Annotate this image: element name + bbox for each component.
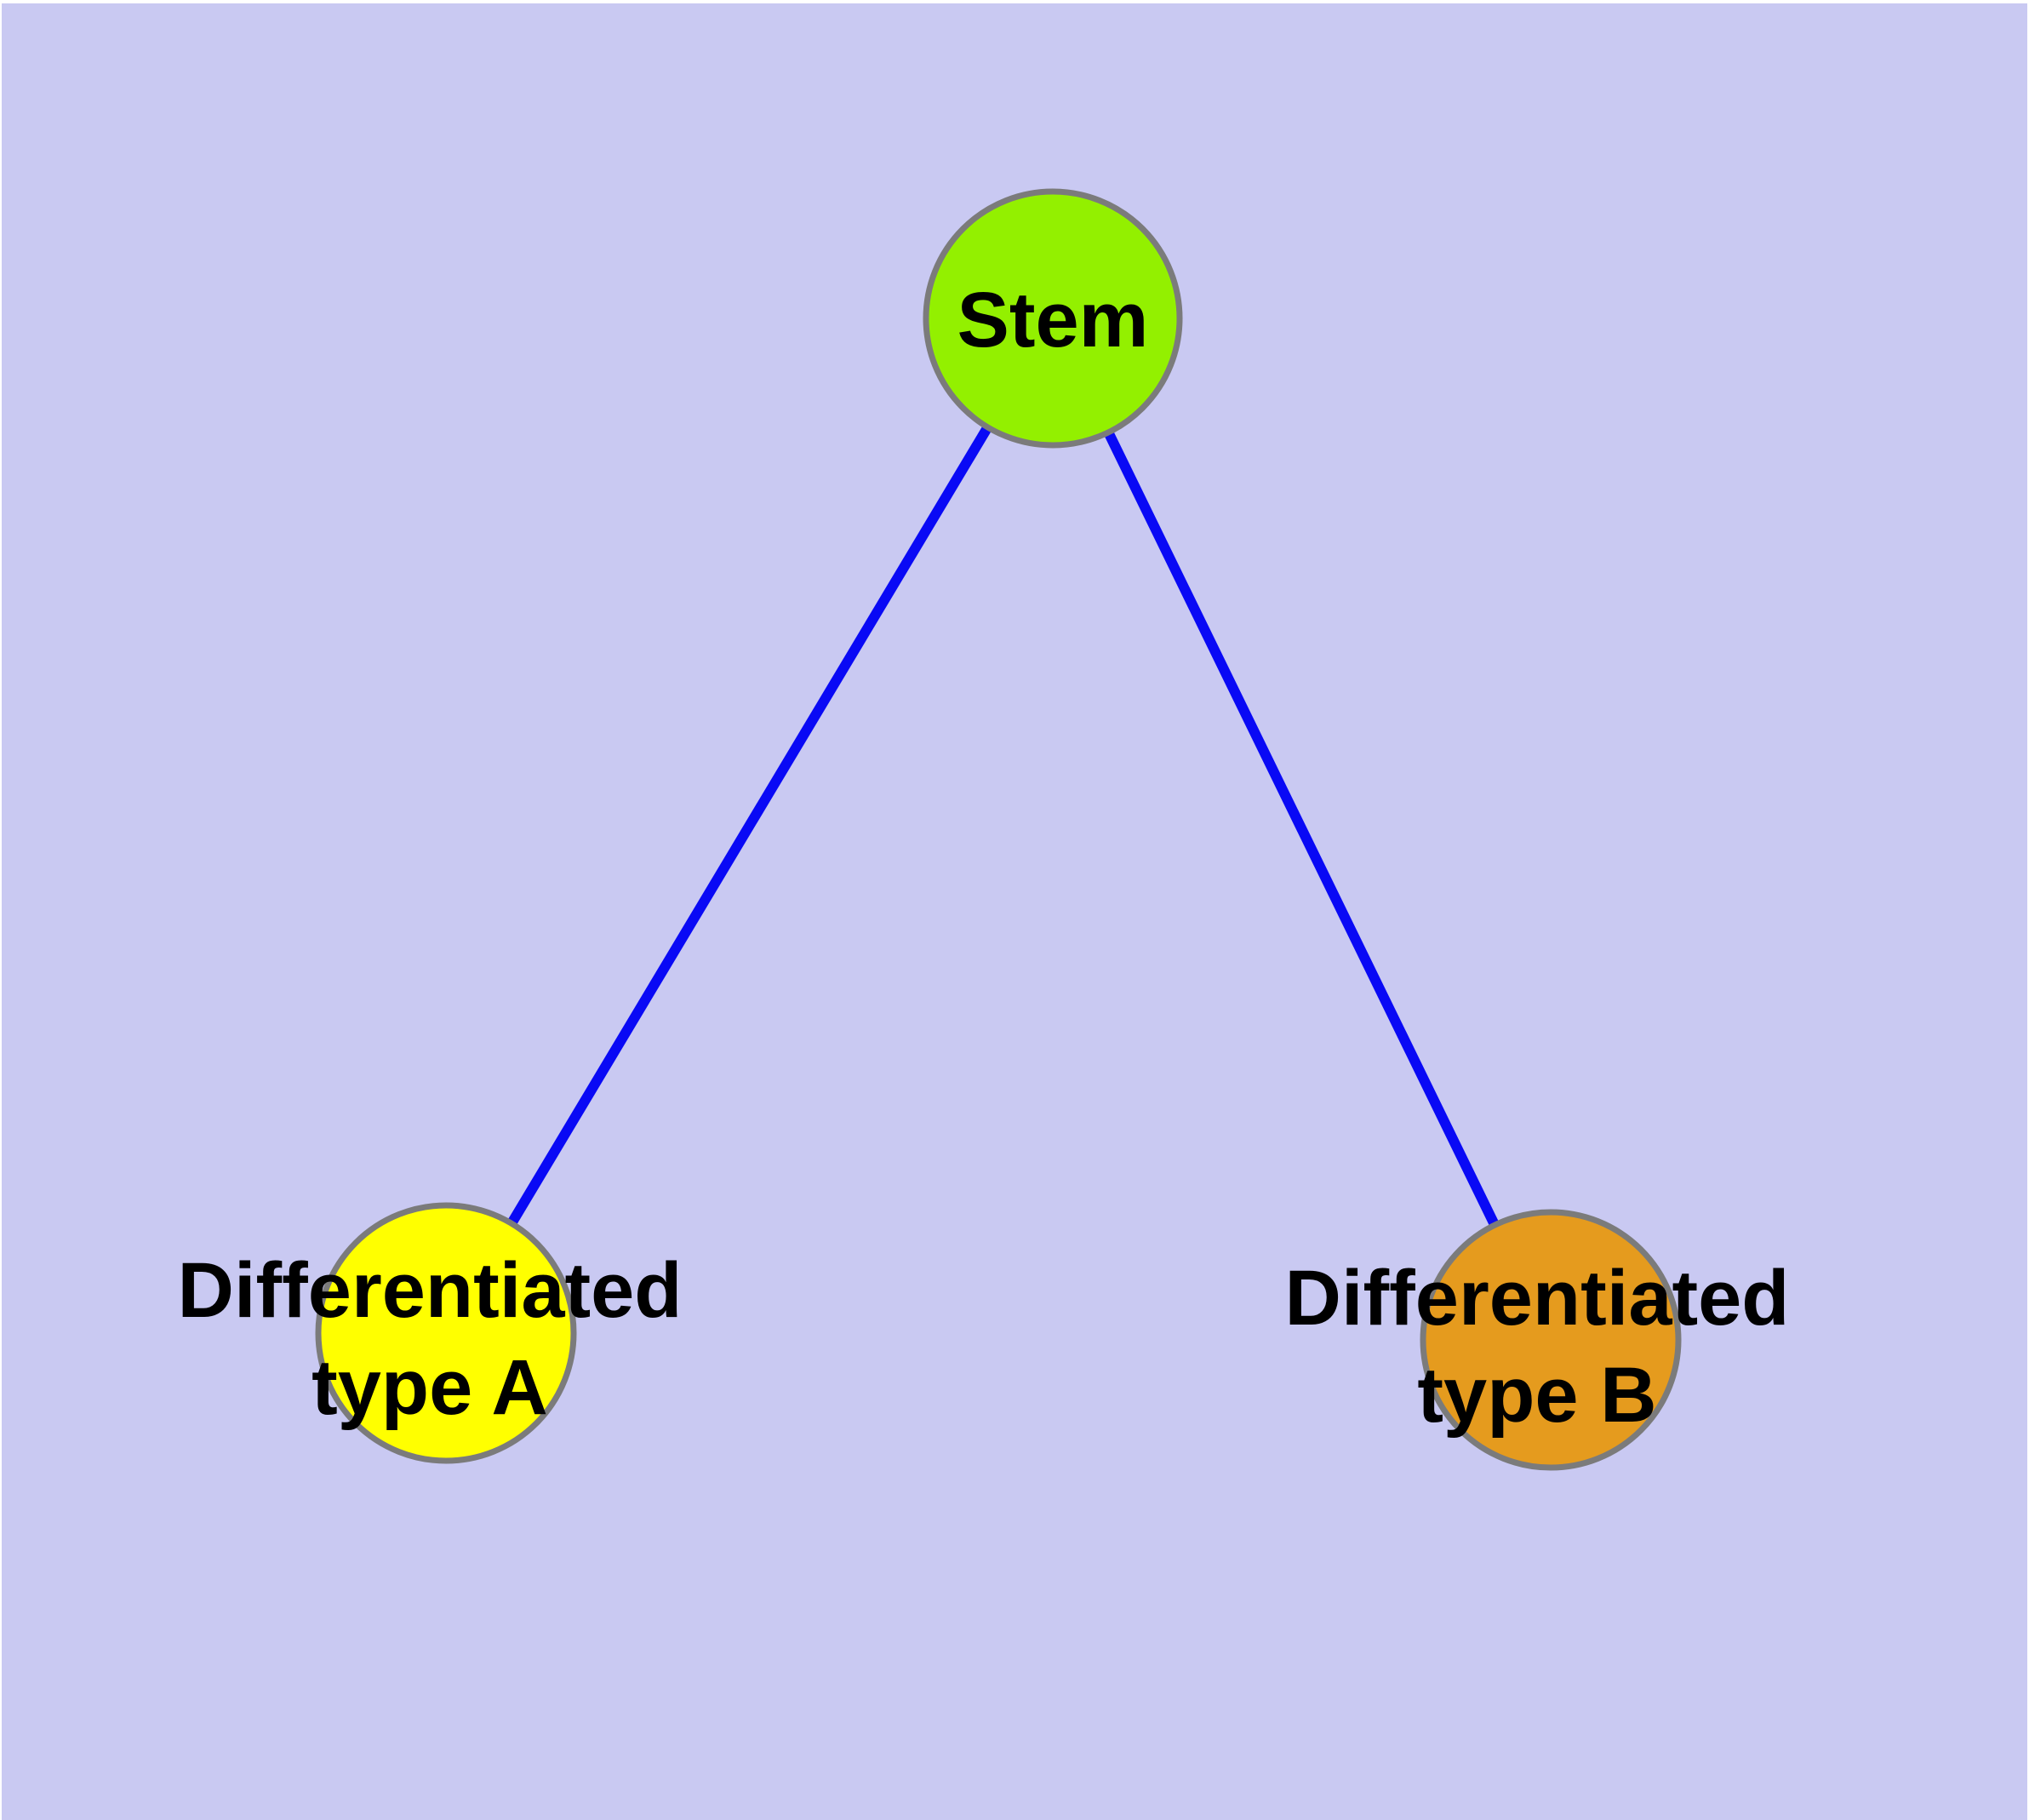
node-type-b-label-line1: Differentiated: [1285, 1255, 1790, 1342]
edge-stem-to-type-a: [441, 315, 1058, 1336]
edge-stem-to-type-b: [1048, 316, 1556, 1342]
node-differentiated-type-b: [1420, 1209, 1682, 1471]
node-stem-label: Stem: [957, 277, 1149, 363]
node-type-a-label-line1: Differentiated: [178, 1247, 683, 1334]
node-stem: [923, 188, 1183, 449]
node-type-a-label-line2: type A: [311, 1344, 548, 1431]
node-type-b-label-line2: type B: [1417, 1352, 1656, 1439]
node-differentiated-type-a: [315, 1202, 577, 1464]
